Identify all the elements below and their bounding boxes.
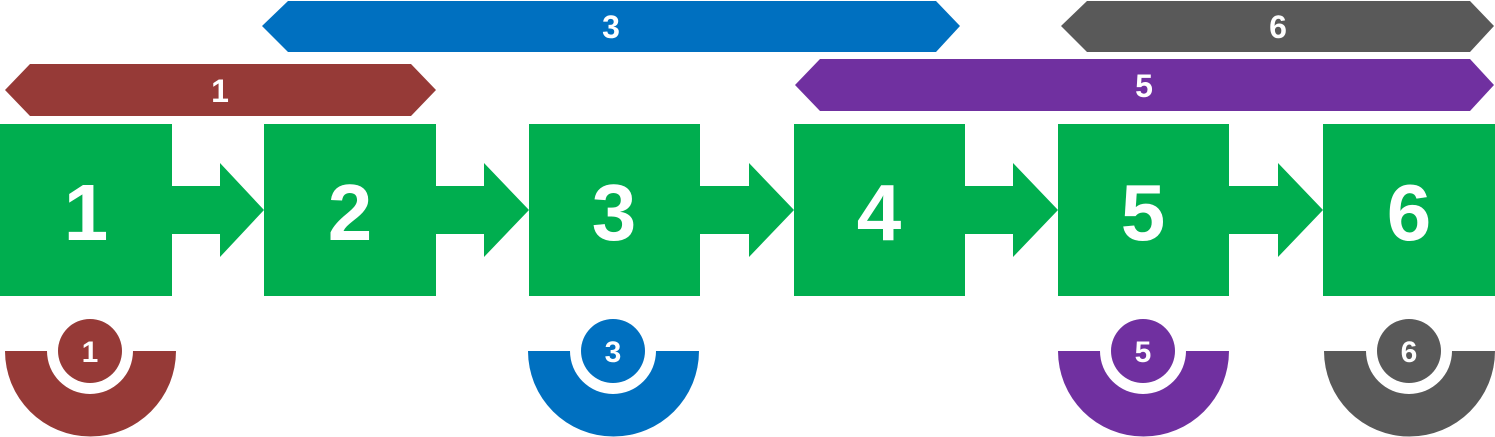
step-2-label: 2 xyxy=(328,168,373,257)
step-6-label: 6 xyxy=(1387,168,1432,257)
badge-6: 6 xyxy=(1324,308,1495,437)
step-1-box xyxy=(0,124,172,296)
banner-6-shape xyxy=(1061,1,1494,52)
badge-6-label: 6 xyxy=(1401,336,1418,369)
badge-5-circle xyxy=(1111,319,1175,383)
banner-group: 3 6 1 5 xyxy=(5,1,1494,116)
banner-3-label: 3 xyxy=(602,9,620,45)
badge-3-label: 3 xyxy=(605,336,622,369)
banner-3: 3 xyxy=(262,1,960,52)
badge-5: 5 xyxy=(1058,308,1229,437)
arrow-icon xyxy=(1229,163,1323,257)
badge-group: 1 3 5 6 xyxy=(5,308,1495,437)
step-5: 5 xyxy=(1058,124,1229,296)
banner-3-shape xyxy=(262,1,960,52)
badge-1: 1 xyxy=(5,308,176,437)
step-2-box xyxy=(264,124,436,296)
step-3-label: 3 xyxy=(592,168,637,257)
arrow-icon xyxy=(172,163,264,257)
arrow-icon xyxy=(965,163,1058,257)
banner-1-label: 1 xyxy=(211,73,229,109)
badge-1-circle xyxy=(58,319,122,383)
step-3-box xyxy=(529,124,700,296)
step-5-box xyxy=(1058,124,1229,296)
banner-6: 6 xyxy=(1061,1,1494,52)
step-1-label: 1 xyxy=(64,168,109,257)
step-5-label: 5 xyxy=(1121,168,1166,257)
badge-1-label: 1 xyxy=(82,336,99,369)
connector-group xyxy=(172,163,1323,257)
banner-5: 5 xyxy=(795,59,1494,111)
step-3: 3 xyxy=(529,124,700,296)
banner-1-shape xyxy=(5,64,436,116)
banner-1: 1 xyxy=(5,64,436,116)
banner-5-label: 5 xyxy=(1135,68,1153,104)
step-6: 6 xyxy=(1323,124,1495,296)
step-1: 1 xyxy=(0,124,172,296)
badge-3-circle xyxy=(581,319,645,383)
arrow-icon xyxy=(700,163,794,257)
step-4: 4 xyxy=(794,124,965,296)
arrow-icon xyxy=(436,163,529,257)
banner-6-label: 6 xyxy=(1269,9,1287,45)
step-2: 2 xyxy=(264,124,436,296)
step-4-box xyxy=(794,124,965,296)
badge-6-circle xyxy=(1377,319,1441,383)
step-6-box xyxy=(1323,124,1495,296)
badge-3: 3 xyxy=(528,308,699,437)
banner-5-shape xyxy=(795,59,1494,111)
step-group: 1 2 3 4 5 6 xyxy=(0,124,1495,296)
step-4-label: 4 xyxy=(857,168,902,257)
badge-5-label: 5 xyxy=(1135,336,1152,369)
